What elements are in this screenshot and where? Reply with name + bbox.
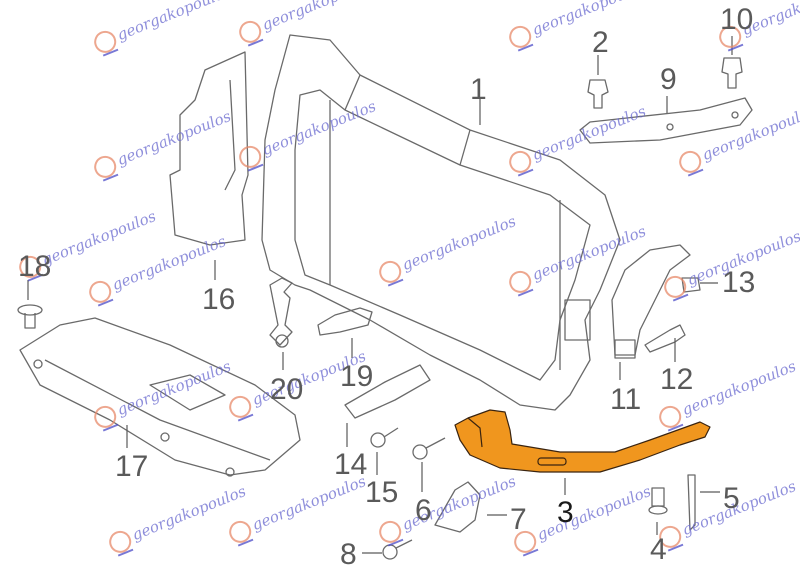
part-5-rivet (687, 474, 696, 531)
part-7-clip-bracket (434, 481, 481, 533)
part-2-bolt (587, 79, 609, 109)
callout-17: 17 (115, 450, 149, 483)
callout-10: 10 (720, 3, 754, 36)
leader-lines (27, 36, 733, 554)
part-16-air-guide (169, 51, 249, 246)
callout-20: 20 (270, 373, 304, 406)
part-18-clip (17, 304, 43, 329)
part-9-upper-bracket (579, 97, 753, 144)
part-14-guide (344, 364, 431, 419)
part-15-bolt (370, 427, 399, 448)
part-6-bolt (412, 437, 446, 460)
callout-19: 19 (340, 360, 374, 393)
callout-11: 11 (610, 383, 642, 416)
part-4-pin (648, 487, 668, 515)
callout-4: 4 (650, 533, 667, 566)
callout-18: 18 (18, 250, 52, 283)
callout-16: 16 (202, 283, 236, 316)
callout-15: 15 (365, 476, 399, 509)
part-20-bracket (269, 277, 293, 348)
callout-9: 9 (660, 63, 677, 96)
callout-6: 6 (415, 494, 432, 527)
part-19-connector (317, 307, 373, 336)
callout-1: 1 (470, 73, 487, 106)
part-10-bolt (721, 57, 743, 89)
callout-14: 14 (334, 448, 368, 481)
part-3-bumper-bracket-highlighted (454, 409, 711, 473)
callout-8: 8 (340, 538, 357, 571)
part-12-bolt (644, 324, 686, 353)
callout-7: 7 (510, 503, 527, 536)
part-1-radiator-support (261, 34, 621, 411)
callout-3: 3 (557, 496, 574, 529)
callout-2: 2 (592, 26, 609, 59)
callout-13: 13 (722, 266, 756, 299)
part-11-side-bracket (611, 244, 691, 359)
callout-12: 12 (660, 363, 694, 396)
callout-5: 5 (723, 482, 740, 515)
